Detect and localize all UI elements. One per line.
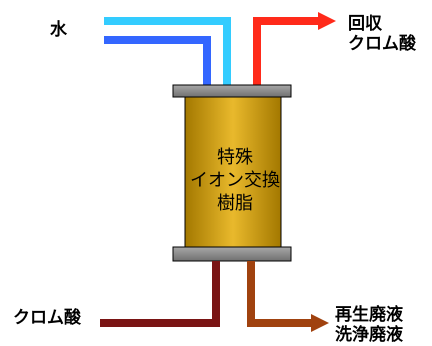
waste-liquid-label: 再生廃液 洗浄廃液 [335, 305, 403, 345]
waste-arrow [311, 314, 329, 332]
resin-label-line-1: 特殊 [217, 147, 253, 168]
recovered-label-line-2: クロム酸 [348, 34, 416, 54]
water-label: 水 [50, 20, 67, 40]
chromic-acid-inlet-pipe [100, 261, 220, 327]
resin-label: 特殊 イオン交換 樹脂 [180, 146, 290, 215]
recovered-arrow [318, 12, 336, 30]
waste-outlet-pipe [247, 261, 313, 327]
water-pipe-dark [104, 36, 211, 85]
column-bottom-cap [172, 246, 292, 262]
resin-label-line-3: 樹脂 [217, 193, 253, 214]
column-top-cap [172, 84, 292, 98]
chromic-acid-inlet-label: クロム酸 [13, 308, 81, 328]
recovered-label-line-1: 回収 [348, 14, 382, 34]
recovered-pipe [253, 17, 320, 85]
recovered-chromic-acid-label: 回収 クロム酸 [348, 14, 416, 54]
resin-label-line-2: イオン交換 [190, 170, 280, 191]
water-pipe-light [104, 17, 231, 85]
waste-label-line-2: 洗浄廃液 [335, 325, 403, 345]
waste-label-line-1: 再生廃液 [335, 305, 403, 325]
